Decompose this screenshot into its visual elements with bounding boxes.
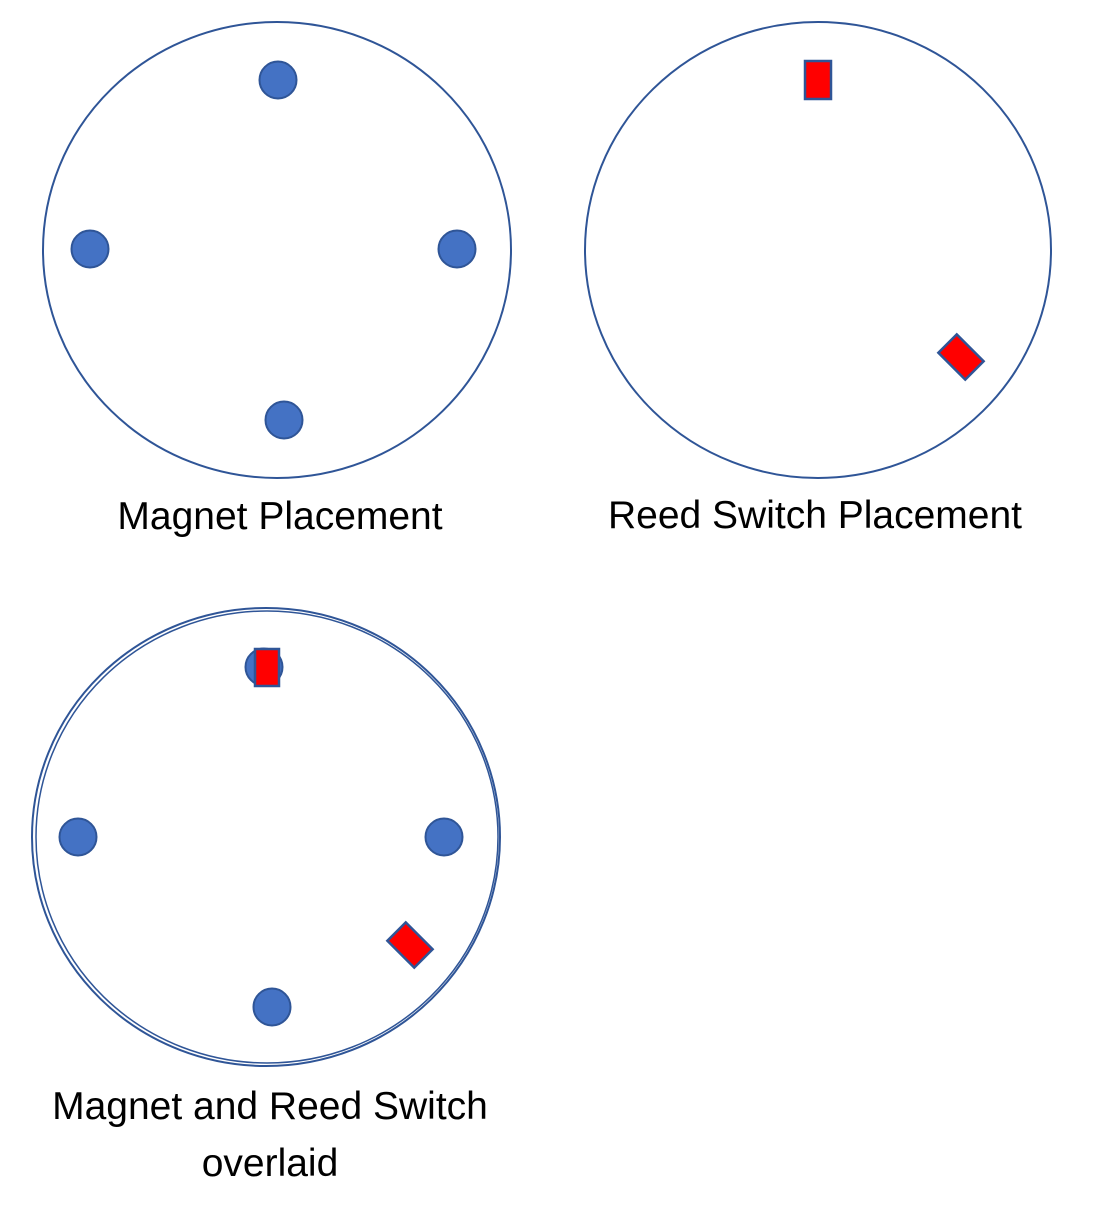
panel-reed-switch-placement: [584, 21, 1052, 479]
magnet-bottom: [264, 400, 304, 440]
reed-switch-lower-right: [385, 920, 435, 970]
caption-magnet-placement: Magnet Placement: [40, 488, 520, 545]
panel-overlay: [31, 607, 501, 1067]
disc-outline-inner: [35, 610, 499, 1064]
reed-switch-top: [803, 59, 833, 101]
caption-line: Reed Switch Placement: [607, 494, 1023, 537]
reed-switch-top: [253, 647, 281, 688]
disc-outline-outer: [31, 607, 501, 1067]
magnet-right: [424, 817, 464, 857]
panel-magnet-placement: [42, 21, 512, 479]
caption-line: Magnet and Reed Switch: [52, 1085, 488, 1128]
disc-outline: [584, 21, 1052, 479]
caption-line: Magnet Placement: [117, 495, 443, 538]
caption-overlay: Magnet and Reed Switch overlaid: [10, 1078, 530, 1192]
reed-switch-lower-right: [936, 332, 986, 382]
magnet-top: [258, 60, 298, 100]
caption-line: overlaid: [201, 1142, 339, 1185]
magnet-bottom: [252, 987, 292, 1027]
caption-reed-switch-placement: Reed Switch Placement: [565, 487, 1065, 544]
magnet-left: [70, 229, 110, 269]
magnet-left: [58, 817, 98, 857]
disc-outline: [42, 21, 512, 479]
magnet-right: [437, 229, 477, 269]
